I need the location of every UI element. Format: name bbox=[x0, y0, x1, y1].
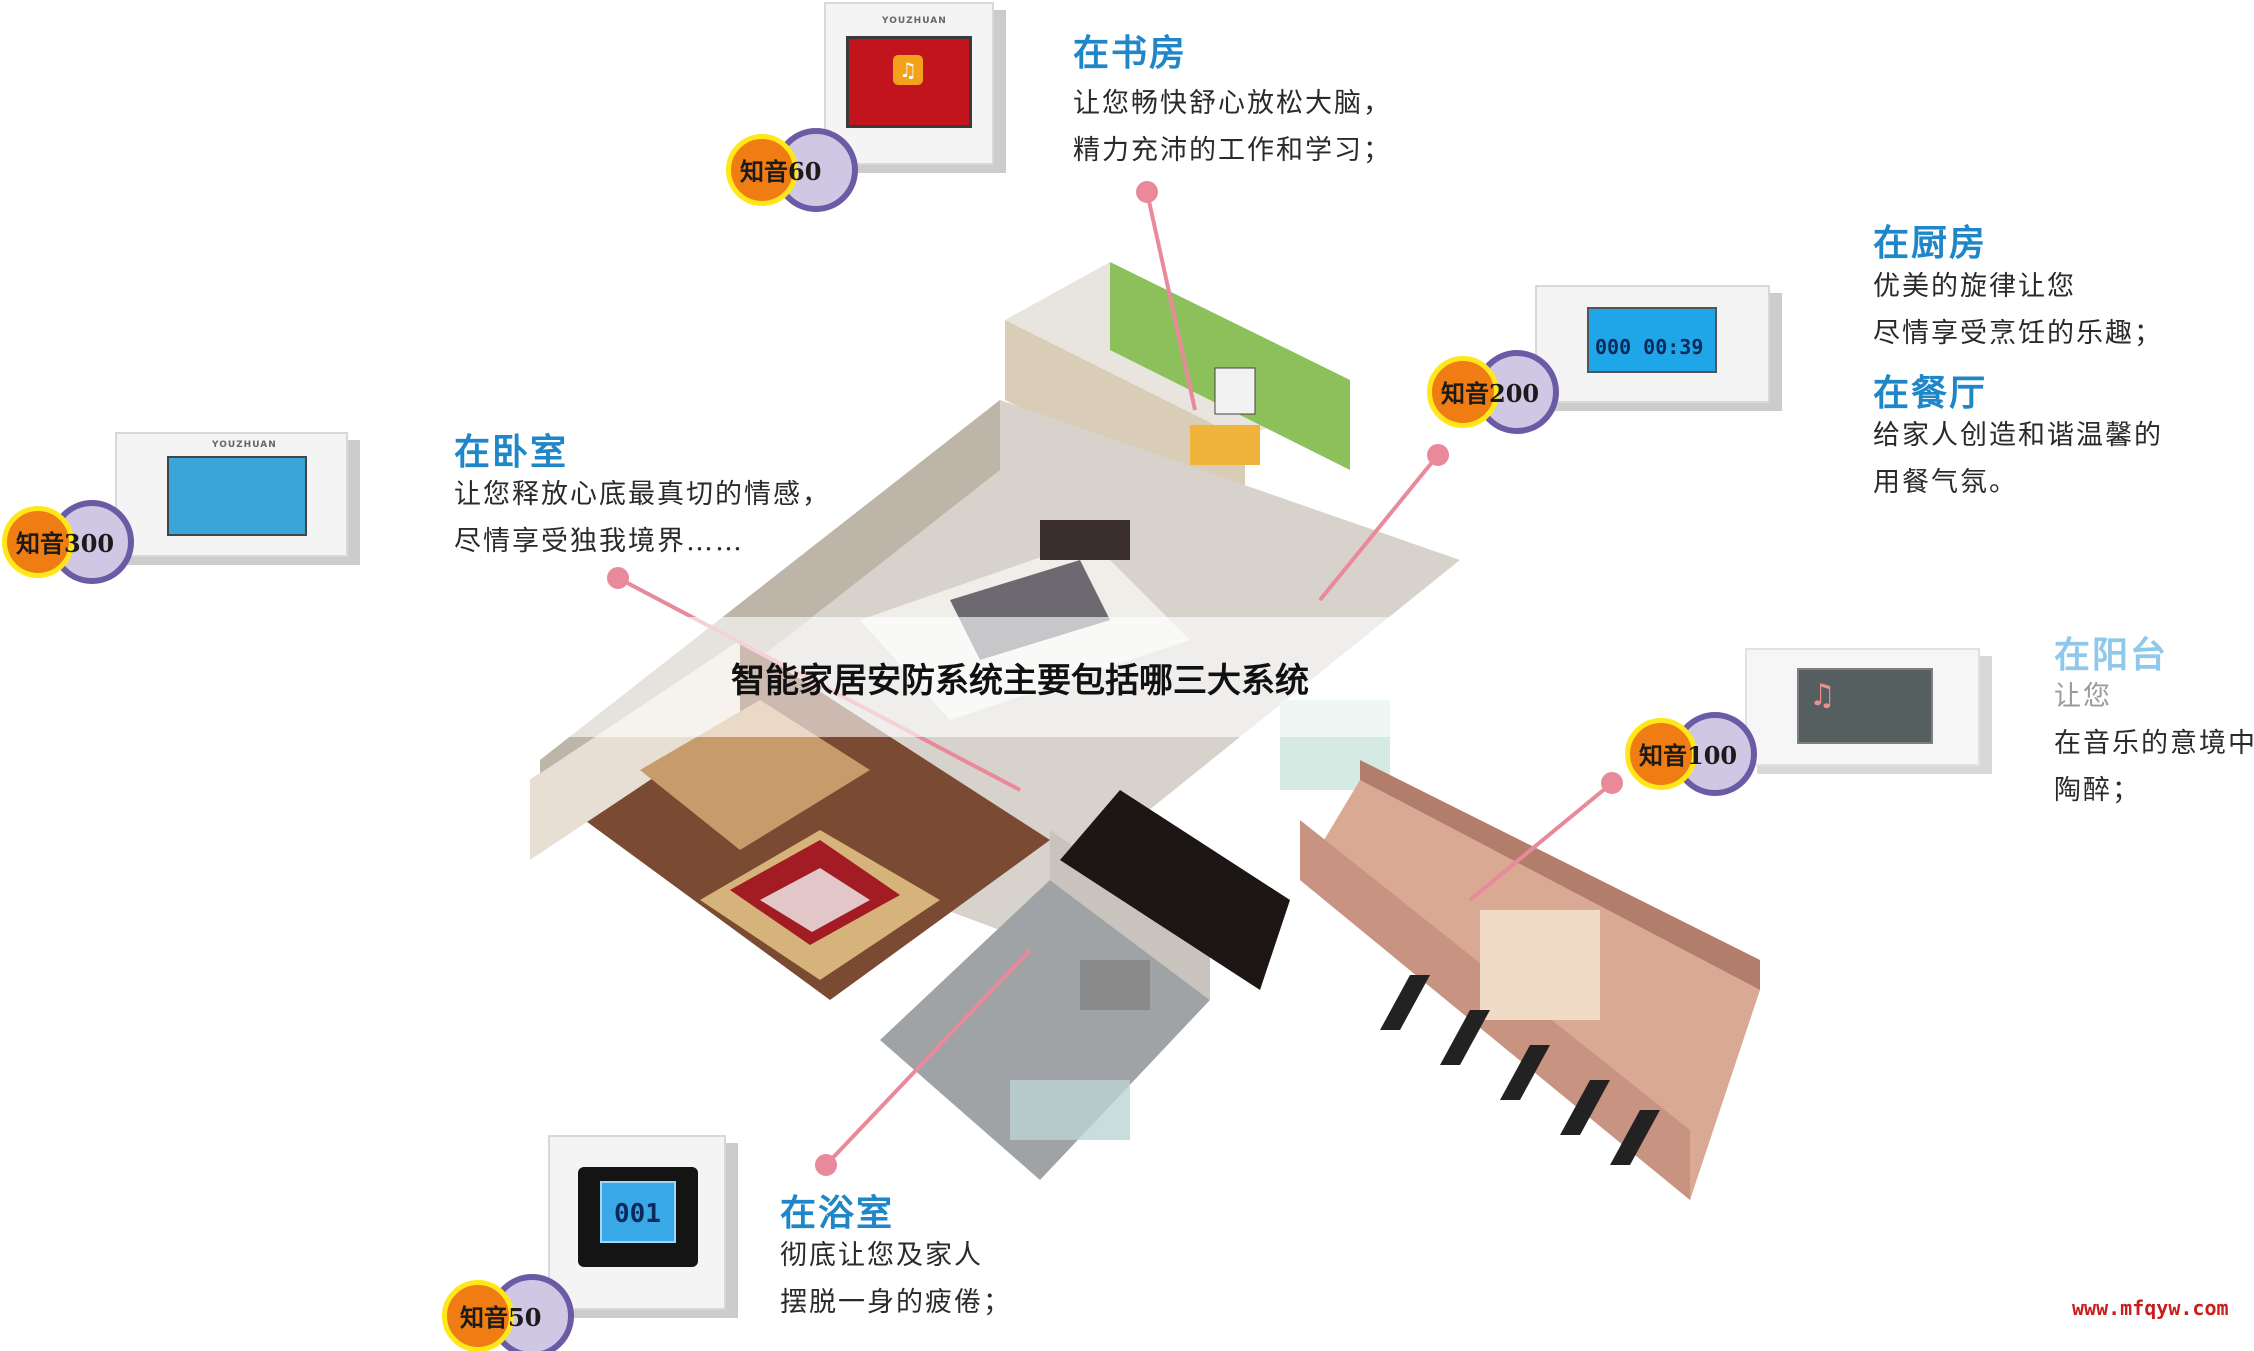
device-screen: 000 00:39 bbox=[1587, 307, 1717, 373]
music-note-icon: ♫ bbox=[893, 55, 923, 85]
desc-line: 在音乐的意境中 bbox=[2054, 728, 2254, 759]
lcd-display: 001 bbox=[614, 1199, 661, 1229]
lcd-panel: 001 bbox=[600, 1181, 676, 1243]
device-zhiyin300: YOUZHUAN bbox=[115, 432, 348, 557]
device-screen: 001 bbox=[578, 1167, 698, 1267]
badge-zhiyin200: 知音200 bbox=[1427, 350, 1559, 434]
device-zhiyin50: 001 bbox=[548, 1135, 726, 1310]
room-title-bathroom: 在浴室 bbox=[780, 1193, 895, 1234]
device-screen bbox=[167, 456, 307, 536]
desc-line: 尽情享受烹饪的乐趣； bbox=[1873, 318, 2163, 349]
badge-zhiyin50: 知音50 bbox=[442, 1274, 574, 1351]
page-title: 智能家居安防系统主要包括哪三大系统 bbox=[731, 660, 1309, 701]
desc-line: 用餐气氛。 bbox=[1873, 467, 2018, 498]
music-note-icon: ♫ bbox=[1809, 678, 1836, 713]
room-title-bedroom: 在卧室 bbox=[454, 432, 569, 473]
desc-line: 让您 bbox=[2054, 681, 2112, 712]
desc-line: 尽情享受独我境界…… bbox=[454, 526, 744, 557]
room-desc-dining: 给家人创造和谐温馨的 用餐气氛。 bbox=[1873, 412, 2163, 506]
desc-line: 让您释放心底最真切的情感， bbox=[454, 479, 831, 510]
device-zhiyin100: ♫ bbox=[1745, 648, 1980, 766]
room-desc-bathroom: 彻底让您及家人 摆脱一身的疲倦； bbox=[780, 1232, 1012, 1326]
device-zhiyin200: 000 00:39 bbox=[1535, 285, 1770, 403]
kitchen-balcony bbox=[1300, 760, 1760, 1200]
title-banner: 智能家居安防系统主要包括哪三大系统 bbox=[560, 617, 1480, 737]
room-desc-kitchen: 优美的旋律让您 尽情享受烹饪的乐趣； bbox=[1873, 263, 2163, 357]
badge-label: 知音200 bbox=[1441, 379, 1540, 408]
desc-line: 优美的旋律让您 bbox=[1873, 271, 2076, 302]
study-room bbox=[1005, 262, 1350, 520]
desc-line: 精力充沛的工作和学习； bbox=[1073, 135, 1392, 166]
room-desc-balcony: 让您 在音乐的意境中 陶醉； bbox=[2054, 673, 2254, 814]
lcd-time: 000 00:39 bbox=[1595, 335, 1704, 359]
badge-label: 知音60 bbox=[740, 157, 822, 186]
badge-zhiyin300: 知音300 bbox=[2, 500, 134, 584]
device-brand: YOUZHUAN bbox=[212, 440, 277, 450]
badge-label: 知音300 bbox=[16, 529, 115, 558]
room-desc-study: 让您畅快舒心放松大脑， 精力充沛的工作和学习； bbox=[1073, 80, 1392, 174]
room-title-kitchen: 在厨房 bbox=[1873, 223, 1988, 264]
room-title-dining: 在餐厅 bbox=[1873, 373, 1988, 414]
desc-line: 让您畅快舒心放松大脑， bbox=[1073, 88, 1392, 119]
desc-line: 彻底让您及家人 bbox=[780, 1240, 983, 1271]
room-desc-bedroom: 让您释放心底最真切的情感， 尽情享受独我境界…… bbox=[454, 471, 831, 565]
corridor-wall bbox=[1060, 790, 1290, 990]
device-screen: ♫ bbox=[1797, 668, 1933, 744]
badge-label: 知音100 bbox=[1639, 741, 1738, 770]
site-watermark: www.mfqyw.com bbox=[2072, 1296, 2229, 1320]
badge-zhiyin100: 知音100 bbox=[1625, 712, 1757, 796]
badge-zhiyin60: 知音60 bbox=[726, 128, 858, 212]
desc-line: 摆脱一身的疲倦； bbox=[780, 1287, 1012, 1318]
device-screen: ♫ bbox=[846, 36, 972, 128]
pointer-lines bbox=[607, 181, 1623, 1176]
desc-line: 给家人创造和谐温馨的 bbox=[1873, 420, 2163, 451]
desc-line: 陶醉； bbox=[2054, 775, 2141, 806]
device-brand: YOUZHUAN bbox=[882, 16, 947, 26]
badge-label: 知音50 bbox=[460, 1303, 542, 1332]
room-title-balcony: 在阳台 bbox=[2054, 635, 2169, 676]
device-zhiyin60: YOUZHUAN ♫ bbox=[824, 2, 994, 165]
room-title-study: 在书房 bbox=[1073, 33, 1188, 74]
